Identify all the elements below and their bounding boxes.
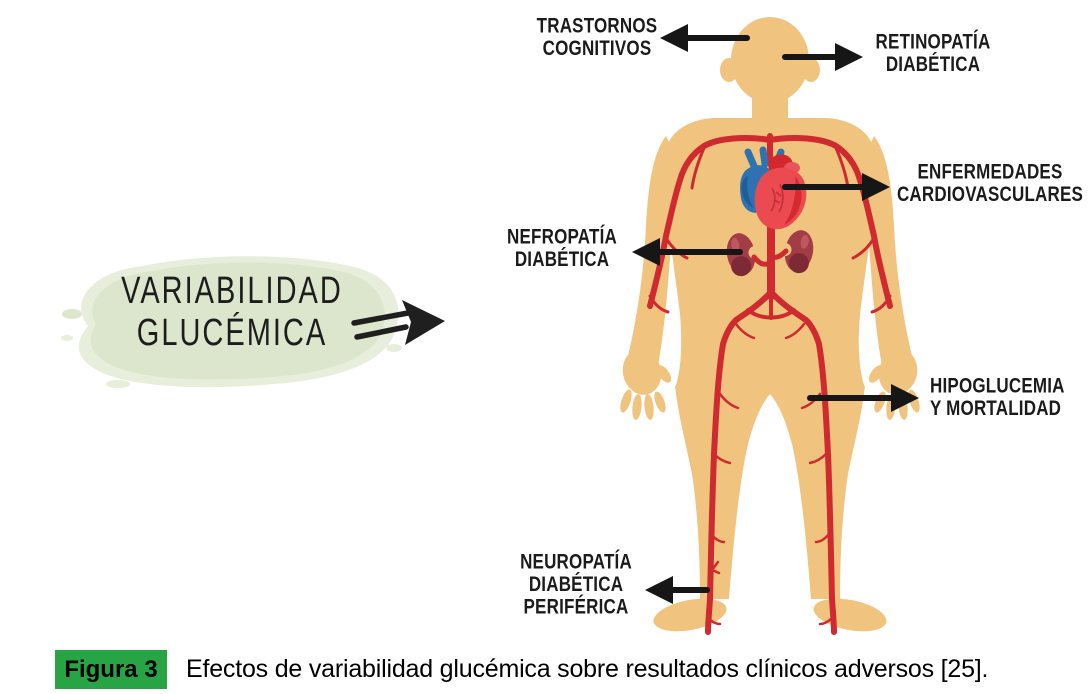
title-block: VARIABILIDAD GLUCÉMICA — [58, 246, 406, 396]
arrowhead-right-icon — [891, 384, 919, 412]
label-trastornos-cognitivos: TRASTORNOS COGNITIVOS — [512, 13, 682, 60]
figure-badge-label: Figura 3 — [64, 655, 158, 683]
label-neuropatia-diabetica-periferica: NEUROPATÍA DIABÉTICA PERIFÉRICA — [491, 549, 661, 619]
label-hipoglucemia-mortalidad: HIPOGLUCEMIA Y MORTALIDAD — [930, 373, 1080, 420]
label-enfermedades-cardiovasculares: ENFERMEDADES CARDIOVASCULARES — [890, 159, 1090, 206]
body-silhouette — [620, 17, 920, 632]
label-line: DIABÉTICA — [885, 52, 981, 76]
left-hand — [620, 349, 672, 420]
label-line: ENFERMEDADES — [917, 159, 1063, 184]
arrow-nefropatia-diabetica — [632, 237, 743, 267]
label-line: RETINOPATÍA — [875, 29, 991, 54]
label-line: NEFROPATÍA — [507, 224, 617, 249]
watercolor-splash — [61, 256, 402, 388]
sketch-arrow-icon — [351, 300, 445, 345]
arrow-retinopatia-diabetica — [782, 42, 863, 72]
label-line: HIPOGLUCEMIA — [930, 373, 1065, 398]
arrow-enfermedades-cardiovasculares — [782, 172, 890, 202]
label-line: DIABÉTICA — [528, 572, 624, 596]
label-line: NEUROPATÍA — [520, 549, 632, 574]
label-line: Y MORTALIDAD — [930, 396, 1062, 420]
label-retinopatia-diabetica: RETINOPATÍA DIABÉTICA — [848, 29, 1018, 76]
figure-badge: Figura 3 — [55, 650, 167, 689]
arrow-hipoglucemia-mortalidad — [807, 383, 919, 413]
arrowhead-right-icon — [835, 43, 863, 71]
main-title-line1: VARIABILIDAD — [121, 270, 343, 313]
heart-illustration — [740, 146, 807, 230]
label-line: COGNITIVOS — [542, 36, 652, 60]
renal-arteries — [751, 248, 789, 267]
label-nefropatia-diabetica: NEFROPATÍA DIABÉTICA — [477, 224, 647, 271]
main-title: VARIABILIDAD GLUCÉMICA — [58, 270, 406, 354]
artery-network — [647, 133, 893, 635]
main-title-line2: GLUCÉMICA — [136, 312, 328, 355]
figure-caption-text: Efectos de variabilidad glucémica sobre … — [186, 655, 989, 683]
arrowhead-right-icon — [862, 173, 890, 201]
arrow-neuropatia-diabetica — [645, 575, 710, 605]
label-line: PERIFÉRICA — [523, 594, 629, 619]
arrow-trastornos-cognitivos — [660, 23, 750, 53]
label-line: CARDIOVASCULARES — [896, 182, 1084, 206]
label-line: TRASTORNOS — [536, 13, 658, 38]
label-line: DIABÉTICA — [514, 247, 610, 271]
figure-caption: Efectos de variabilidad glucémica sobre … — [186, 650, 988, 689]
